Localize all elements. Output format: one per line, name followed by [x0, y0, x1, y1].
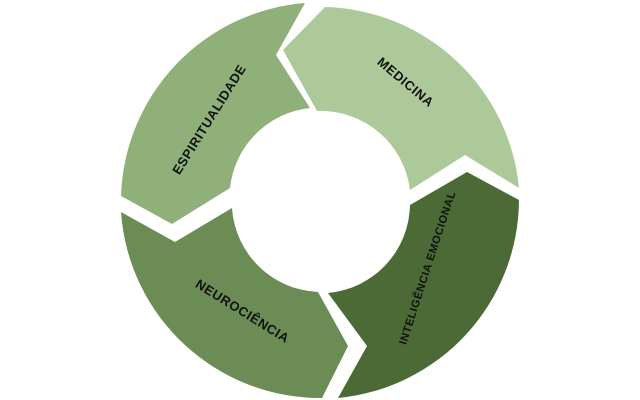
segment-medicina — [283, 7, 519, 190]
segment-inteligencia-emocional — [328, 172, 519, 398]
segment-espiritualidade — [121, 3, 310, 224]
segment-neurociencia — [121, 208, 348, 399]
